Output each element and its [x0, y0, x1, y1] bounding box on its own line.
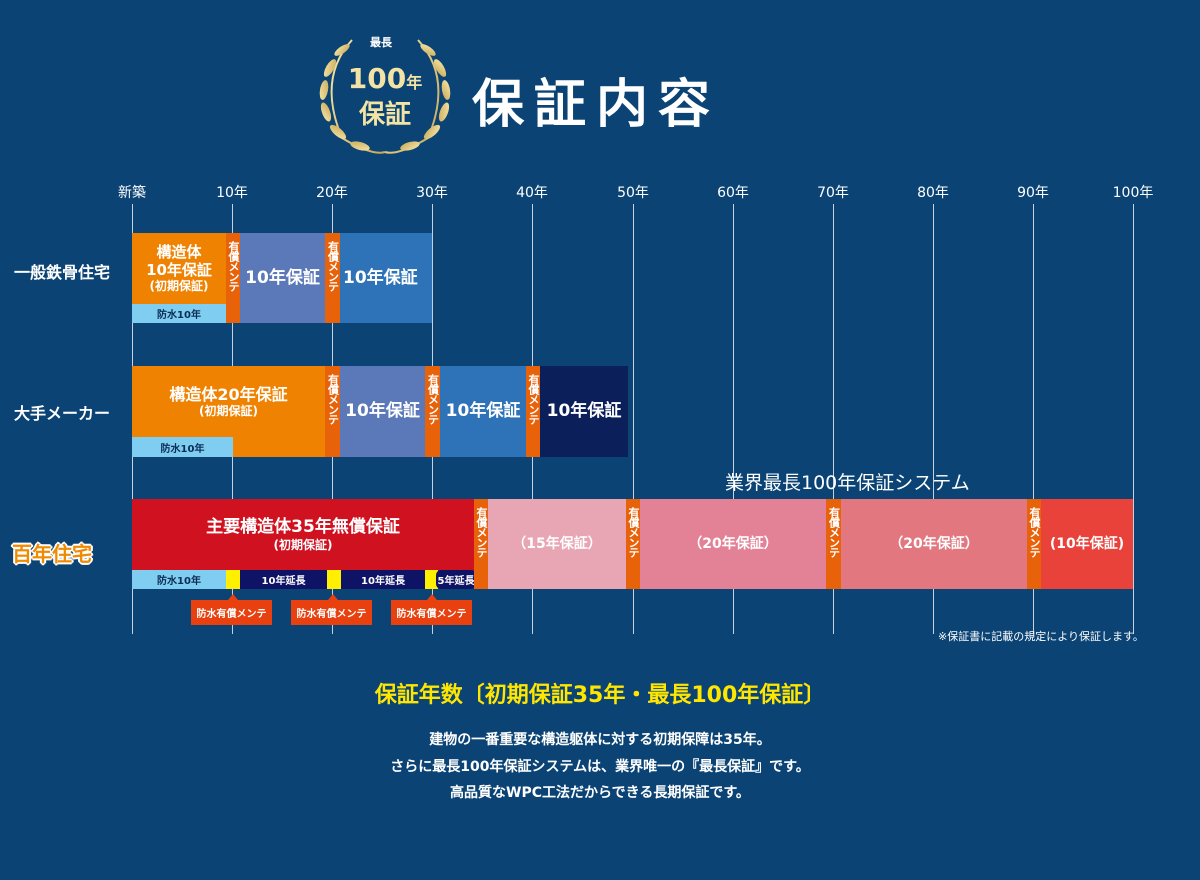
tick-label: 20年: [316, 185, 348, 201]
warranty-segment: （20年保証）: [841, 499, 1027, 589]
summary-heading: 保証年数〔初期保証35年・最長100年保証〕: [374, 683, 826, 708]
segment-text: 構造体: [156, 243, 202, 262]
gridline: [633, 204, 634, 634]
paid-maintenance-segment: 有償メンテ: [425, 366, 440, 457]
tick-label: 50年: [617, 185, 649, 201]
waterproof-bar: 防水10年: [132, 437, 233, 457]
extension-bar: 10年延長: [341, 570, 425, 589]
badge-label: 保証: [358, 100, 411, 130]
row-label-hyakunen: 百年住宅: [12, 542, 92, 566]
callout-pointer: [328, 594, 338, 600]
waterproof-maintenance-marker: [226, 570, 240, 589]
paid-maintenance-segment: 有償メンテ: [474, 499, 488, 589]
warranty-segment: （15年保証）: [488, 499, 626, 589]
warranty-segment: 10年保証: [340, 233, 432, 323]
warranty-segment: （20年保証）: [640, 499, 826, 589]
tick-label: 70年: [817, 185, 849, 201]
segment-text: 構造体20年保証: [169, 384, 288, 404]
warranty-segment: (10年保証): [1041, 499, 1133, 589]
waterproof-bar: 防水10年: [132, 570, 226, 589]
gridline: [933, 204, 934, 634]
page-title: 保証内容: [472, 75, 721, 135]
footnote: ※保証書に記載の規定により保証します。: [938, 630, 1144, 643]
tick-label: 10年: [216, 185, 248, 201]
summary-line: さらに最長100年保証システムは、業界唯一の『最長保証』です。: [390, 759, 810, 775]
badge-years: 100年: [345, 62, 425, 95]
paid-maintenance-segment: 有償メンテ: [226, 233, 240, 323]
waterproof-maintenance-marker: [425, 570, 438, 589]
extension-bar: 5年延長: [436, 570, 476, 589]
callout-pointer: [228, 594, 238, 600]
summary-line: 高品質なWPC工法だからできる長期保証です。: [450, 785, 750, 801]
warranty-segment: 10年保証: [540, 366, 628, 457]
paid-maintenance-segment: 有償メンテ: [626, 499, 640, 589]
summary-line: 建物の一番重要な構造躯体に対する初期保障は35年。: [429, 732, 771, 748]
gridline: [1133, 204, 1134, 634]
warranty-segment: 10年保証: [440, 366, 526, 457]
segment-text: (初期保証): [273, 537, 333, 552]
paid-maintenance-segment: 有償メンテ: [325, 366, 340, 457]
badge-nen: 年: [406, 73, 423, 92]
segment-text: (初期保証): [199, 403, 258, 418]
tick-label: 40年: [516, 185, 548, 201]
tick-label: 60年: [717, 185, 749, 201]
segment-text: 10年保証: [146, 261, 212, 280]
extension-bar: 10年延長: [240, 570, 327, 589]
gridline: [733, 204, 734, 634]
warranty-segment: 10年保証: [240, 233, 325, 323]
initial-warranty-segment: 主要構造体35年無償保証 (初期保証): [132, 499, 474, 570]
gridline: [1033, 204, 1034, 634]
system-label: 業界最長100年保証システム: [725, 472, 970, 494]
paid-maintenance-segment: 有償メンテ: [325, 233, 340, 323]
tick-label: 90年: [1017, 185, 1049, 201]
initial-warranty-segment: 構造体20年保証 (初期保証): [132, 366, 325, 437]
gridline: [833, 204, 834, 634]
waterproof-bar: 防水10年: [132, 304, 226, 323]
row-label-general-steel: 一般鉄骨住宅: [14, 263, 111, 282]
badge-top-text: 最長: [370, 36, 392, 49]
waterproof-maintenance-callout: 防水有償メンテ: [191, 600, 272, 625]
segment-text: (初期保証): [149, 279, 209, 294]
callout-pointer: [427, 594, 437, 600]
paid-maintenance-segment: 有償メンテ: [526, 366, 540, 457]
laurel-icon: [319, 39, 451, 154]
waterproof-maintenance-callout: 防水有償メンテ: [291, 600, 372, 625]
tick-label: 100年: [1112, 185, 1154, 201]
tick-label: 30年: [416, 185, 448, 201]
tick-label: 80年: [917, 185, 949, 201]
badge-years-number: 100: [347, 62, 407, 95]
paid-maintenance-segment: 有償メンテ: [1027, 499, 1041, 589]
initial-warranty-segment: 構造体 10年保証 (初期保証): [132, 233, 226, 304]
segment-text: 主要構造体35年無償保証: [206, 517, 400, 538]
warranty-segment: 10年保証: [340, 366, 425, 457]
paid-maintenance-segment: 有償メンテ: [826, 499, 841, 589]
waterproof-maintenance-callout: 防水有償メンテ: [391, 600, 472, 625]
tick-label: 新築: [118, 185, 146, 201]
waterproof-maintenance-marker: [327, 570, 341, 589]
row-label-major-maker: 大手メーカー: [14, 404, 111, 423]
